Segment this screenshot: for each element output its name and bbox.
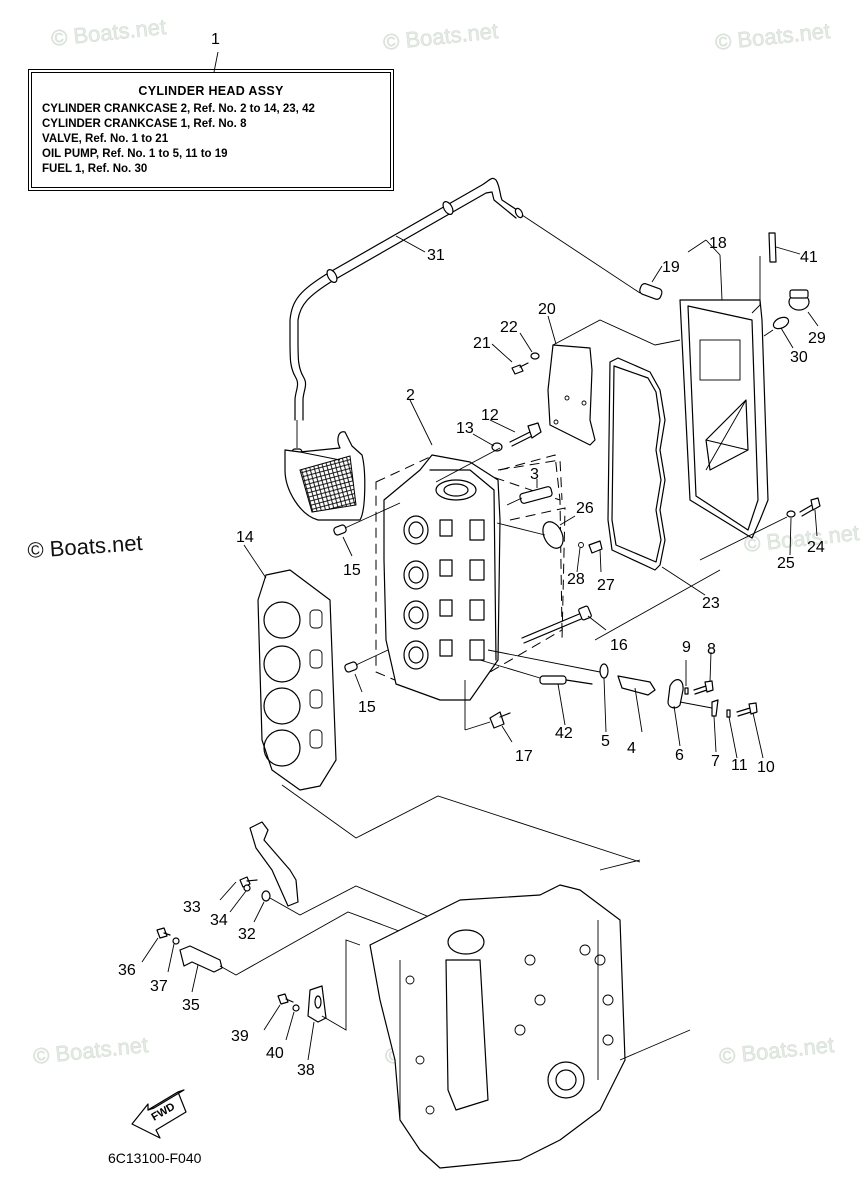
callout-10: 10 bbox=[757, 759, 775, 776]
callout-19: 19 bbox=[662, 259, 680, 276]
legend-title: CYLINDER HEAD ASSY bbox=[138, 84, 284, 98]
callout-20: 20 bbox=[538, 301, 556, 318]
callout-9: 9 bbox=[682, 639, 691, 656]
pump-parts-4-to-11 bbox=[487, 649, 764, 759]
callout-7: 7 bbox=[711, 753, 720, 770]
hose-part-31 bbox=[289, 177, 641, 421]
callout-12: 12 bbox=[481, 407, 499, 424]
bracket-part-32 bbox=[219, 821, 461, 931]
figure-code: 6C13100-F040 bbox=[108, 1150, 202, 1166]
strainer-part bbox=[284, 420, 366, 521]
watermark-text: © Boats.net bbox=[743, 520, 860, 557]
callout-30: 30 bbox=[790, 349, 808, 366]
callout-25: 25 bbox=[777, 555, 795, 572]
callout-labels: 1 2 3 4 5 6 7 8 9 10 11 12 13 14 15 15 1… bbox=[118, 31, 826, 1079]
watermark-text: © Boats.net bbox=[714, 18, 831, 55]
legend-row: CYLINDER CRANKCASE 1, Ref. No. 8 bbox=[42, 118, 247, 130]
callout-18: 18 bbox=[709, 235, 727, 252]
callout-4: 4 bbox=[627, 740, 636, 757]
gasket-part-23 bbox=[607, 357, 706, 596]
callout-22: 22 bbox=[500, 319, 518, 336]
callout-21: 21 bbox=[473, 335, 491, 352]
legend-rows: CYLINDER CRANKCASE 2, Ref. No. 2 to 14, … bbox=[42, 102, 390, 177]
bolt-part-16 bbox=[521, 569, 721, 644]
legend-row: VALVE, Ref. No. 1 to 21 bbox=[42, 133, 169, 145]
callout-27: 27 bbox=[597, 577, 615, 594]
watermark-text: © Boats.net bbox=[50, 14, 167, 51]
forward-direction-icon: FWD bbox=[131, 1089, 187, 1139]
watermark-text: © Boats.net bbox=[27, 530, 144, 563]
callout-33: 33 bbox=[183, 899, 201, 916]
cylinder-cover-part-18 bbox=[639, 239, 769, 539]
callout-36: 36 bbox=[118, 962, 136, 979]
callout-39: 39 bbox=[231, 1028, 249, 1045]
callout-23: 23 bbox=[702, 595, 720, 612]
callout-15a: 15 bbox=[343, 562, 361, 579]
dowel-part-15 bbox=[333, 502, 401, 693]
callout-3: 3 bbox=[530, 466, 539, 483]
part-3 bbox=[497, 459, 563, 506]
plate-part-26 bbox=[496, 507, 603, 641]
callout-28: 28 bbox=[567, 571, 585, 588]
callout-42: 42 bbox=[555, 725, 573, 742]
callout-16: 16 bbox=[610, 637, 628, 654]
crankcase-block bbox=[369, 859, 691, 1169]
watermark-text: © Boats.net bbox=[718, 1032, 835, 1069]
callout-35: 35 bbox=[182, 997, 200, 1014]
legend-box: CYLINDER HEAD ASSY CYLINDER CRANKCASE 2,… bbox=[28, 69, 394, 191]
callout-13: 13 bbox=[456, 420, 474, 437]
plate-part-38 bbox=[263, 939, 361, 1061]
callout-26: 26 bbox=[576, 500, 594, 517]
callout-8: 8 bbox=[707, 641, 716, 658]
port-holes bbox=[403, 515, 429, 670]
callout-32: 32 bbox=[238, 926, 256, 943]
callout-29: 29 bbox=[808, 330, 826, 347]
oil-filler-cap-part-29 bbox=[763, 289, 819, 349]
callout-38: 38 bbox=[297, 1062, 315, 1079]
label-part-41 bbox=[751, 232, 801, 314]
head-gasket-part-14 bbox=[243, 544, 337, 791]
watermark-text: © Boats.net bbox=[382, 18, 499, 55]
cylinder-head-part-2 bbox=[375, 399, 563, 701]
callout-1: 1 bbox=[211, 31, 220, 48]
leader-line bbox=[213, 51, 219, 73]
callout-40: 40 bbox=[266, 1045, 284, 1062]
callout-31: 31 bbox=[427, 247, 445, 264]
callout-6: 6 bbox=[675, 747, 684, 764]
callout-41: 41 bbox=[800, 249, 818, 266]
bolt-part-24 bbox=[699, 497, 821, 561]
callout-17: 17 bbox=[515, 748, 533, 765]
callout-5: 5 bbox=[601, 733, 610, 750]
legend-row: FUEL 1, Ref. No. 30 bbox=[42, 163, 148, 175]
spark-plug-part-42 bbox=[464, 659, 593, 743]
callout-34: 34 bbox=[210, 912, 228, 929]
callout-14: 14 bbox=[236, 529, 254, 546]
watermark-text: © Boats.net bbox=[32, 1032, 149, 1069]
callout-24: 24 bbox=[807, 539, 825, 556]
callout-2: 2 bbox=[406, 387, 415, 404]
bolt-part-12 bbox=[435, 419, 542, 483]
legend-row: CYLINDER CRANKCASE 2, Ref. No. 2 to 14, … bbox=[42, 103, 315, 115]
callout-11: 11 bbox=[731, 757, 748, 774]
legend-row: OIL PUMP, Ref. No. 1 to 5, 11 to 19 bbox=[42, 148, 228, 160]
cover-part-20 bbox=[491, 315, 681, 446]
callout-15b: 15 bbox=[358, 699, 376, 716]
callout-37: 37 bbox=[150, 978, 168, 995]
